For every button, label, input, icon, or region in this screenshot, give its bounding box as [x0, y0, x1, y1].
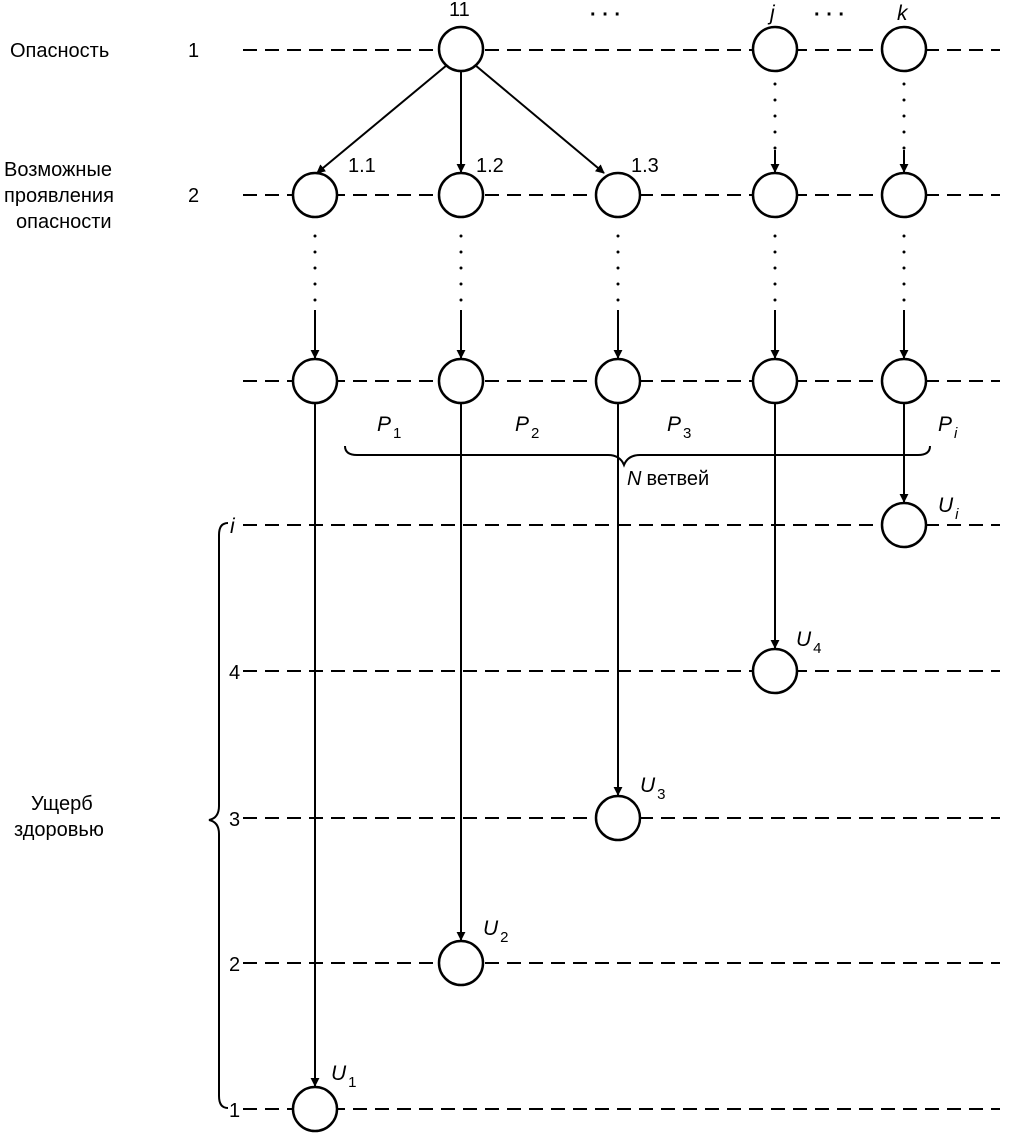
node-1-2: [437, 171, 485, 219]
label-hazard: Опасность: [10, 40, 109, 62]
top-label-j: j: [767, 2, 776, 25]
level-number-damage-2: 2: [229, 954, 240, 976]
branches-brace: [344, 445, 931, 468]
node-k-top: [880, 25, 928, 73]
node-k-manifestation: [880, 171, 928, 219]
node-damage-u3: [594, 794, 642, 842]
node-intermediate-k: [880, 357, 928, 405]
arrow-root-to-1-1: [316, 64, 448, 174]
arrow-root-to-1-3: [474, 64, 605, 174]
level-number-manifestation: 2: [188, 185, 199, 207]
level-number-hazard: 1: [188, 40, 199, 62]
label-manifestations-line-2: проявления: [4, 185, 114, 207]
node-intermediate-3: [594, 357, 642, 405]
top-label-dots-b: · · ·: [814, 4, 845, 26]
top-label-dots-a: · · ·: [590, 4, 621, 26]
node-damage-u2: [437, 939, 485, 987]
node-damage-u4: [751, 647, 799, 695]
top-label-k: k: [897, 2, 909, 25]
node-root: [437, 25, 485, 73]
label-damage-line-2: здоровью: [14, 819, 104, 841]
level-number-damage-i: i: [230, 515, 236, 538]
level-number-damage-4: 4: [229, 662, 240, 684]
top-label-root: 11: [449, 0, 470, 21]
node-1-1: [291, 171, 339, 219]
level-number-damage-1: 1: [229, 1100, 240, 1122]
level-number-damage-3: 3: [229, 809, 240, 831]
node-j-manifestation: [751, 171, 799, 219]
branch-label-1-1: 1.1: [348, 155, 376, 177]
branch-label-1-2: 1.2: [476, 155, 504, 177]
branch-label-1-3: 1.3: [631, 155, 659, 177]
label-manifestations-line-3: опасности: [16, 211, 112, 233]
damage-levels-brace: [208, 522, 229, 1109]
node-intermediate-1: [291, 357, 339, 405]
node-j-top: [751, 25, 799, 73]
label-damage-line-1: Ущерб: [31, 793, 93, 815]
label-manifestations-line-1: Возможные: [4, 159, 112, 181]
node-damage-u1: [291, 1085, 339, 1133]
node-damage-ui: [880, 501, 928, 549]
node-intermediate-j: [751, 357, 799, 405]
node-1-3: [594, 171, 642, 219]
node-intermediate-2: [437, 357, 485, 405]
